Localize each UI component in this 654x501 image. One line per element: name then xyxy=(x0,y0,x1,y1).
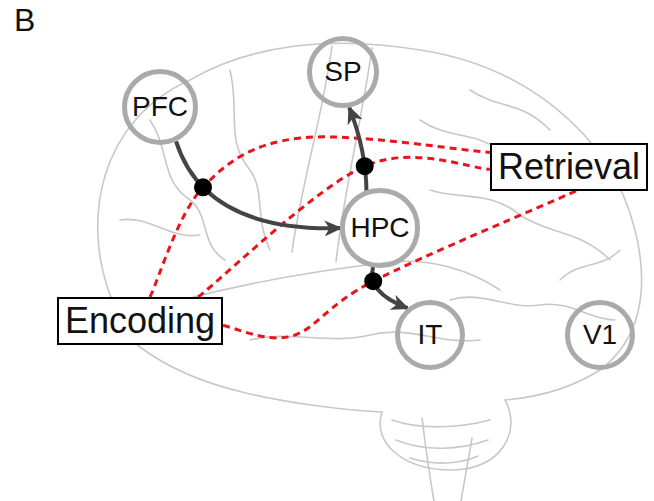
phase-box: Encoding xyxy=(57,297,223,345)
gate-dot xyxy=(356,157,374,175)
node-label: IT xyxy=(418,320,443,351)
phase-box: Retrieval xyxy=(490,143,648,191)
node-label: PFC xyxy=(132,92,188,123)
panel-letter: B xyxy=(14,4,35,36)
gate-dot xyxy=(364,272,382,290)
gate-dot xyxy=(194,178,212,196)
projection-arrow xyxy=(176,141,340,228)
region-circle: HPC xyxy=(340,188,419,267)
gating-line xyxy=(198,157,490,297)
node-label: SP xyxy=(324,57,361,88)
node-label: HPC xyxy=(350,213,409,244)
region-circle: SP xyxy=(307,36,379,108)
node-label: V1 xyxy=(583,320,617,351)
region-circle: PFC xyxy=(122,69,198,145)
node-label: Retrieval xyxy=(498,147,640,187)
projection-arrow xyxy=(349,107,366,190)
gating-line xyxy=(223,191,577,338)
region-circle: IT xyxy=(395,300,465,370)
node-label: Encoding xyxy=(65,301,215,341)
gating-line xyxy=(150,137,490,297)
region-circle: V1 xyxy=(565,300,635,370)
